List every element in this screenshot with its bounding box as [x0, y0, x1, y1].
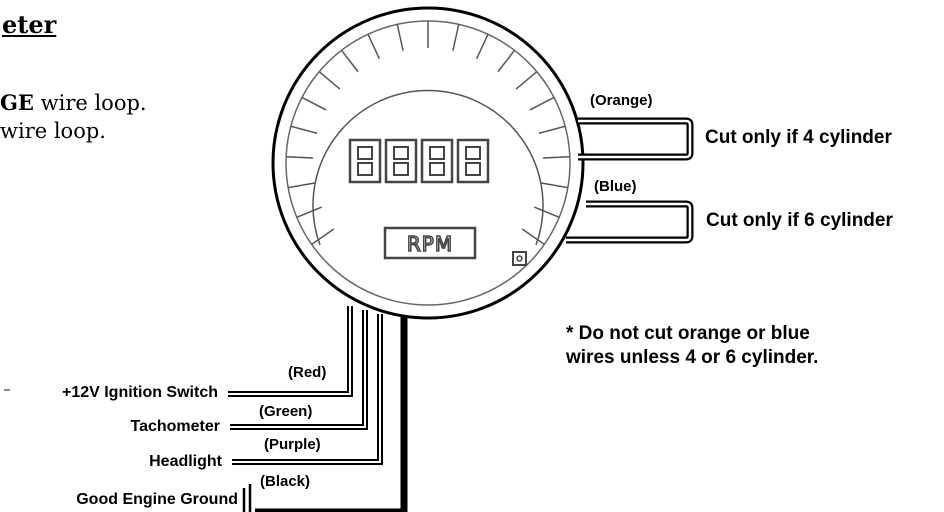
red-wire-color-label: (Red) [288, 364, 327, 381]
gauge-segment-divider [301, 96, 327, 111]
instruction-line-2: wire loop. [0, 119, 106, 143]
orange-wire-loop [578, 117, 694, 161]
rpm-box [383, 226, 477, 260]
gauge-segment-divider [475, 33, 489, 60]
note-line-1: * Do not cut orange or blue [566, 323, 810, 344]
gauge-segment-divider [541, 182, 568, 189]
orange-loop-color-label: (Orange) [590, 92, 653, 109]
black-wire-color-label: (Black) [260, 473, 311, 490]
gauge-segment-divider [296, 206, 323, 219]
gauge-segment-divider [533, 206, 560, 219]
instruction-line-1-bold: GE [0, 90, 34, 115]
green-wire [230, 310, 368, 430]
orange-loop-cut-label: Cut only if 4 cylinder [705, 127, 892, 148]
gauge-segment-divider [515, 71, 538, 90]
gauge-segment-divider [396, 24, 404, 51]
purple-wire [232, 314, 383, 465]
gauge-segments [286, 21, 570, 246]
green-wire-color-label: (Green) [259, 403, 313, 420]
gauge-segment-divider [529, 96, 555, 111]
black-wire [255, 316, 408, 512]
gauge-segment-divider [318, 71, 341, 90]
gauge-segment-divider [538, 125, 566, 134]
ground-symbol-icon [242, 484, 252, 512]
blue-loop-cut-label: Cut only if 6 cylinder [706, 210, 893, 231]
gauge-segment-divider [497, 49, 516, 73]
note-line-2: wires unless 4 or 6 cylinder. [566, 347, 819, 368]
rpm-label: RPM [407, 232, 453, 256]
gauge-segment-divider [311, 228, 335, 246]
instruction-line-1: GE wire loop. [0, 90, 147, 115]
ground-label: Good Engine Ground [76, 491, 238, 508]
blue-loop-color-label: (Blue) [594, 178, 637, 195]
tachometer-label: Tachometer [130, 418, 220, 435]
headlight-label: Headlight [149, 453, 222, 470]
gauge-face [312, 89, 544, 246]
red-wire [228, 306, 353, 397]
gauge-segment-divider [542, 156, 570, 159]
gauge-segment-divider [286, 156, 314, 159]
ignition-switch-label: +12V Ignition Switch [61, 384, 218, 401]
gauge-segment-divider [521, 228, 545, 246]
gauge-segment-divider [452, 24, 460, 51]
instruction-line-1-rest: wire loop. [33, 91, 147, 115]
gauge-bezel [271, 6, 585, 320]
blue-wire-loop [566, 200, 694, 244]
gauge-segment-divider [288, 182, 315, 189]
gauge-segment-divider [340, 49, 359, 73]
digit-display [348, 138, 490, 184]
page-title: eter [2, 10, 57, 39]
gauge-button-icon [512, 251, 527, 266]
gauge-segment-divider [290, 125, 318, 134]
purple-wire-color-label: (Purple) [264, 436, 321, 453]
gauge-segment-divider [367, 33, 381, 60]
